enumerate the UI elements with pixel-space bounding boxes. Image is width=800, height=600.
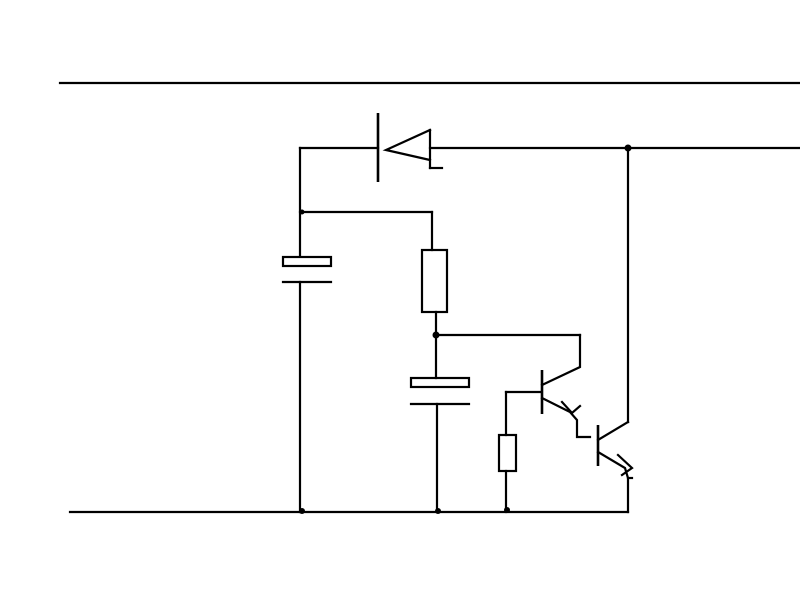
transistor-1 [540, 333, 592, 439]
resistor-1 [420, 210, 582, 380]
capacitor-1 [281, 255, 333, 514]
transistor-2 [596, 420, 634, 514]
diode [298, 113, 800, 182]
left-wire [298, 146, 434, 257]
right-wire [624, 144, 632, 424]
capacitor-2 [409, 376, 471, 514]
resistor-2 [497, 390, 543, 514]
